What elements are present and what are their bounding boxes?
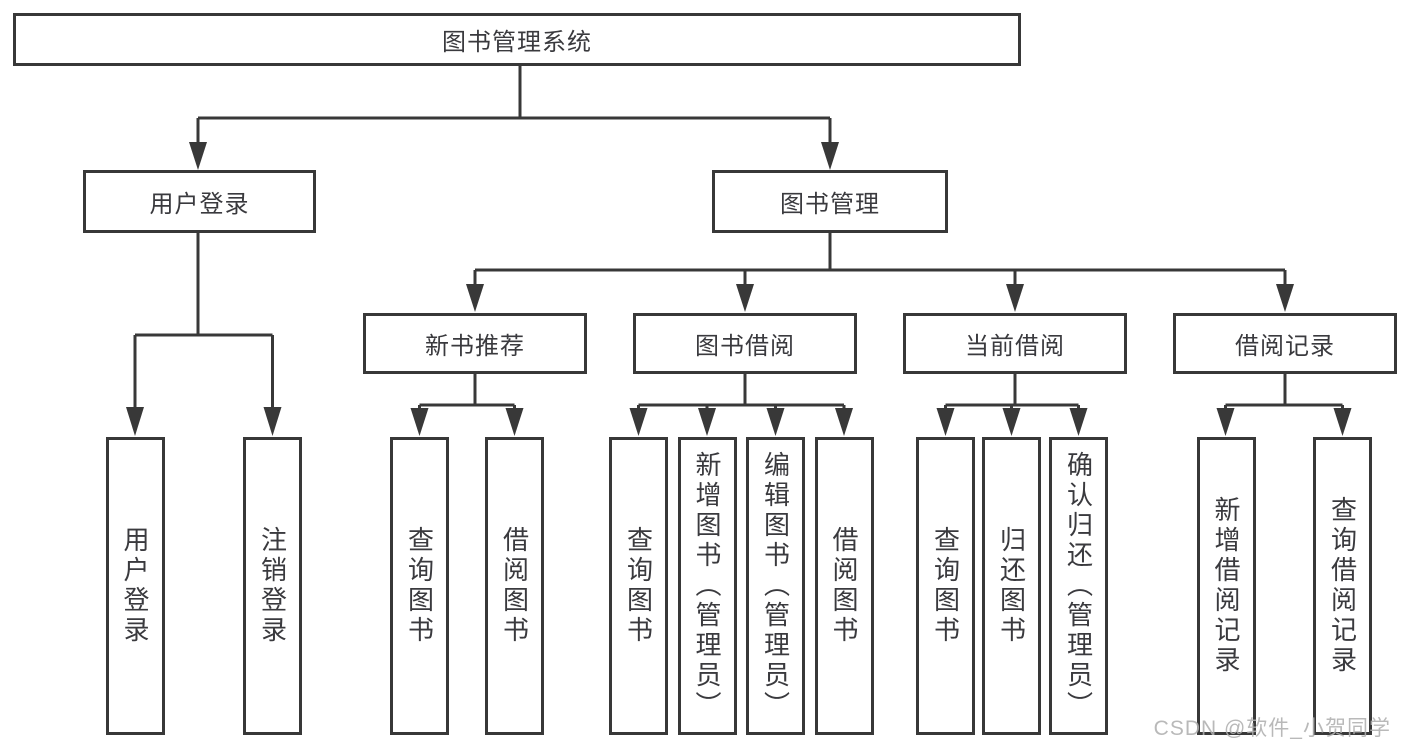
node-leaf-query-borrow-record: 查询借阅记录: [1313, 437, 1372, 735]
node-label: 借阅图书: [829, 526, 859, 646]
node-user-login: 用户登录: [83, 170, 316, 233]
connector-borrow-records-branch: [1216, 374, 1352, 436]
node-label: 查询借阅记录: [1327, 496, 1358, 676]
connector-book-management-branch: [466, 233, 1294, 312]
node-leaf-borrow-books-rec: 借阅图书: [485, 437, 544, 735]
node-label: 查询图书: [930, 526, 961, 646]
connector-new-book-rec-branch: [410, 374, 524, 436]
node-label: 注销登录: [257, 526, 288, 646]
node-label: 归还图书: [996, 526, 1027, 646]
connector-current-borrow-branch: [936, 374, 1088, 436]
node-leaf-borrow-books-borrow: 借阅图书: [814, 437, 874, 735]
node-leaf-add-borrow-record: 新增借阅记录: [1196, 437, 1256, 735]
node-label: 新增借阅记录: [1211, 496, 1241, 676]
connector-root-branch: [189, 66, 839, 170]
node-label: 确认归还（管理员）: [1063, 451, 1094, 721]
csdn-watermark: CSDN @软件_小贺同学: [1153, 717, 1391, 740]
node-leaf-confirm-return-admin: 确认归还（管理员）: [1049, 437, 1108, 735]
node-new-book-recommendation: 新书推荐: [363, 313, 587, 374]
node-label: 查询图书: [404, 526, 435, 646]
node-label: 用户登录: [120, 526, 150, 646]
node-leaf-user-login: 用户登录: [105, 437, 165, 735]
node-borrowing-records: 借阅记录: [1173, 313, 1397, 374]
node-label: 编辑图书（管理员）: [760, 451, 791, 721]
node-label: 借阅图书: [499, 526, 530, 646]
node-leaf-query-books-borrow: 查询图书: [609, 437, 668, 735]
node-label: 查询图书: [623, 526, 654, 646]
node-library-management-system: 图书管理系统: [13, 13, 1021, 66]
node-leaf-return-books: 归还图书: [982, 437, 1041, 735]
node-leaf-query-books-current: 查询图书: [916, 437, 975, 735]
node-book-management: 图书管理: [712, 170, 948, 233]
connector-user-login-branch: [126, 233, 282, 436]
node-leaf-logout: 注销登录: [243, 437, 302, 735]
node-leaf-edit-books-admin: 编辑图书（管理员）: [746, 437, 805, 735]
node-leaf-query-books-rec: 查询图书: [390, 437, 449, 735]
node-current-borrowing: 当前借阅: [903, 313, 1127, 374]
node-book-borrowing: 图书借阅: [633, 313, 857, 374]
node-label: 新增图书（管理员）: [692, 451, 722, 721]
connector-book-borrow-branch: [629, 374, 853, 436]
node-leaf-add-books-admin: 新增图书（管理员）: [677, 437, 737, 735]
